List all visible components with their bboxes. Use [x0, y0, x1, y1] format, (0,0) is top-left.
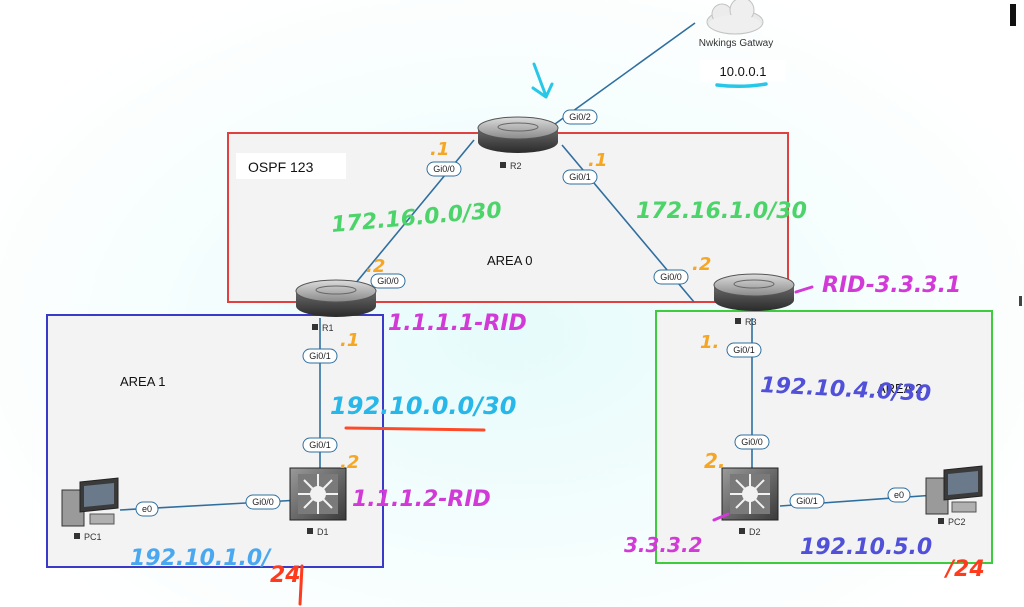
- if-r1-gi00[interactable]: Gi0/0: [370, 273, 406, 289]
- edge-mark: [1010, 4, 1016, 26]
- if-d2-gi01[interactable]: Gi0/1: [789, 493, 825, 509]
- net-pc2: 192.10.5.0: [800, 535, 932, 560]
- svg-text:Gi0/1: Gi0/1: [309, 351, 331, 361]
- area-0-box: OSPF 123 AREA 0: [227, 132, 789, 303]
- router-r2[interactable]: R2: [477, 116, 559, 171]
- host-r3-g00: .2: [692, 254, 711, 275]
- r3-rid-dash: [794, 285, 814, 294]
- if-d1-gi01[interactable]: Gi0/1: [302, 437, 338, 453]
- svg-text:Gi0/1: Gi0/1: [569, 172, 591, 182]
- router-icon: [477, 116, 559, 153]
- net-pc1-mask: 24: [270, 563, 301, 588]
- cloud-ip: 10.0.0.1: [720, 64, 767, 79]
- router-r1[interactable]: R1: [295, 279, 377, 333]
- router-r3[interactable]: R3: [713, 273, 795, 327]
- if-r2-gi02[interactable]: Gi0/2: [562, 109, 598, 125]
- svg-text:Gi0/2: Gi0/2: [569, 112, 591, 122]
- interface-labels: Gi0/2 Gi0/0 Gi0/1 Gi0/0 Gi0/0 Gi0/1 Gi0/…: [135, 109, 911, 517]
- if-pc2-e0[interactable]: e0: [887, 487, 911, 503]
- if-r3-gi00[interactable]: Gi0/0: [653, 269, 689, 285]
- svg-text:e0: e0: [894, 490, 904, 500]
- r2-label: R2: [510, 161, 522, 171]
- host-r1-g01: .1: [340, 330, 359, 351]
- svg-text:Gi0/1: Gi0/1: [796, 496, 818, 506]
- net-r2-r3: 172.16.1.0/30: [636, 199, 807, 224]
- host-d1-g01: .2: [340, 452, 359, 473]
- if-pc1-e0[interactable]: e0: [135, 501, 159, 517]
- r3-label: R3: [745, 317, 757, 327]
- ospf-process-label: OSPF 123: [248, 159, 314, 175]
- net-pc1-mask-stroke: [298, 564, 304, 606]
- if-r2-gi00[interactable]: Gi0/0: [426, 161, 462, 177]
- router-icon: [295, 279, 377, 317]
- r1-label: R1: [322, 323, 334, 333]
- area-0-label: AREA 0: [487, 253, 533, 268]
- host-r1-g00: .2: [366, 256, 385, 277]
- pc-pc1[interactable]: PC1: [61, 477, 119, 542]
- svg-text:Gi0/0: Gi0/0: [252, 497, 274, 507]
- if-r1-gi01[interactable]: Gi0/1: [302, 348, 338, 364]
- if-d1-gi00[interactable]: Gi0/0: [245, 494, 281, 510]
- if-r2-gi01[interactable]: Gi0/1: [562, 169, 598, 185]
- cloud-ip-box: [700, 60, 786, 82]
- if-r3-gi01[interactable]: Gi0/1: [726, 342, 762, 358]
- host-r3-g01: 1.: [700, 332, 719, 353]
- svg-text:Gi0/0: Gi0/0: [433, 164, 455, 174]
- area-1-label: AREA 1: [120, 374, 166, 389]
- cloud-label: Nwkings Gatway: [699, 38, 773, 49]
- host-r2-g00: .1: [430, 139, 449, 160]
- d1-label: D1: [317, 527, 329, 537]
- d2-rid: 3.3.3.2: [624, 533, 702, 557]
- switch-d2[interactable]: D2: [721, 467, 779, 537]
- r3-rid: RID-3.3.3.1: [822, 273, 961, 298]
- router-icon: [713, 273, 795, 311]
- r1-rid: 1.1.1.1-RID: [388, 311, 527, 336]
- svg-text:Gi0/0: Gi0/0: [660, 272, 682, 282]
- computer-icon: [61, 477, 119, 527]
- net-pc1: 192.10.1.0/: [130, 546, 272, 571]
- arrow-annotation: [531, 62, 554, 99]
- cloud-icon: [706, 0, 764, 35]
- switch-icon: [289, 467, 347, 521]
- pc2-label: PC2: [948, 517, 966, 527]
- cloud-ip-underline: [715, 82, 768, 89]
- svg-text:Gi0/0: Gi0/0: [741, 437, 763, 447]
- net-r1-d1-underline: [344, 426, 486, 432]
- svg-text:e0: e0: [142, 504, 152, 514]
- computer-icon: [925, 465, 983, 515]
- svg-text:Gi0/0: Gi0/0: [377, 276, 399, 286]
- switch-icon: [721, 467, 779, 521]
- d2-label: D2: [749, 527, 761, 537]
- pc1-label: PC1: [84, 532, 102, 542]
- host-r2-g01: .1: [588, 150, 607, 171]
- host-d2-g00: 2.: [704, 449, 726, 473]
- net-r1-d1: 192.10.0.0/30: [330, 392, 516, 420]
- edge-mark: [1019, 296, 1022, 306]
- if-d2-gi00[interactable]: Gi0/0: [734, 434, 770, 450]
- net-pc2-mask: /24: [943, 557, 985, 582]
- svg-text:Gi0/1: Gi0/1: [733, 345, 755, 355]
- area-2-box: AREA 2: [655, 310, 993, 564]
- area-2-label: AREA 2: [877, 381, 923, 396]
- svg-text:Gi0/1: Gi0/1: [309, 440, 331, 450]
- d2-rid-dash: [712, 512, 730, 522]
- pc-pc2[interactable]: PC2: [925, 465, 983, 527]
- link-r2-cloud: [554, 22, 696, 125]
- switch-d1[interactable]: D1: [289, 467, 347, 537]
- ospf-label-box: [236, 153, 346, 179]
- d1-rid: 1.1.1.2-RID: [352, 487, 491, 512]
- cloud-gateway[interactable]: Nwkings Gatway 10.0.0.1: [699, 0, 786, 89]
